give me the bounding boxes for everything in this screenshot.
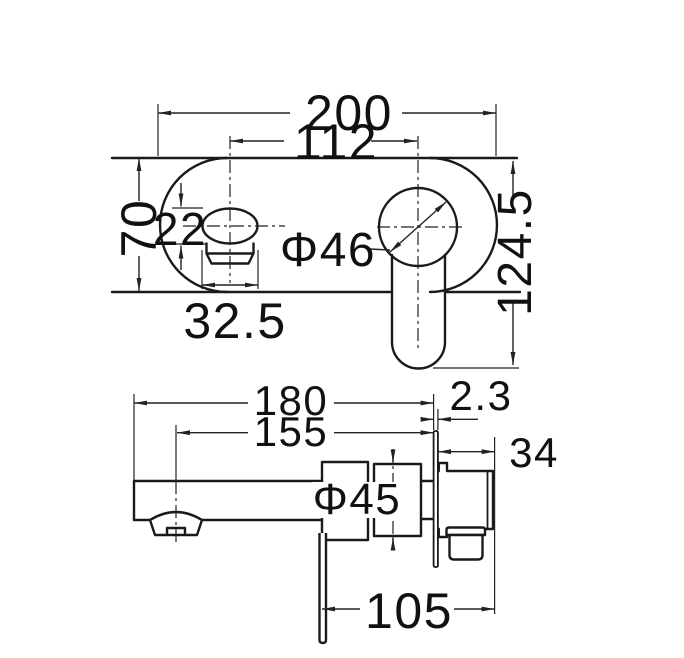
dim-faceplate-thickness: 2.3 bbox=[420, 372, 513, 430]
faceplate-right-arc bbox=[428, 156, 499, 294]
inwall-valve-body bbox=[437, 461, 495, 539]
connector-flange bbox=[445, 526, 487, 537]
dim-plate-height: 70 bbox=[111, 158, 167, 291]
dim-label-spout-reach: 180 bbox=[254, 377, 329, 424]
dim-label-plate-width: 200 bbox=[305, 85, 393, 141]
dim-lever-to-wall: 105 bbox=[322, 583, 495, 639]
dim-label-overall-height: 124.5 bbox=[489, 188, 542, 316]
top-view: 200 112 70 22 32.5 bbox=[110, 85, 542, 370]
dim-label-spout-knob-width: 32.5 bbox=[183, 293, 286, 349]
dim-spout-reach: 180 bbox=[133, 377, 435, 480]
dim-label-outlet-center-reach: 155 bbox=[254, 408, 329, 455]
connector-nut bbox=[448, 533, 484, 561]
dim-label-faceplate-thickness: 2.3 bbox=[450, 372, 513, 419]
dim-label-body-diameter: Φ45 bbox=[313, 475, 402, 524]
dim-label-body-depth: 34 bbox=[509, 429, 559, 476]
wall-faceplate bbox=[432, 430, 439, 568]
dim-body-diameter: Φ45 bbox=[312, 449, 404, 551]
dim-center-distance: 112 bbox=[230, 114, 417, 170]
dim-plate-width: 200 bbox=[157, 85, 497, 156]
dim-overall-height: 124.5 bbox=[433, 161, 542, 369]
dim-body-depth: 34 bbox=[438, 429, 559, 614]
dim-outlet-center-reach: 155 bbox=[177, 408, 434, 455]
dim-label-spout-knob-height: 22 bbox=[153, 203, 207, 255]
handle-lever-top bbox=[390, 253, 447, 370]
dim-label-center-distance: 112 bbox=[294, 114, 378, 170]
dim-label-handle-diameter: Φ46 bbox=[280, 224, 376, 277]
dim-spout-knob-width: 32.5 bbox=[183, 250, 286, 349]
dim-handle-diameter: Φ46 bbox=[280, 201, 447, 277]
faceplate-left-arc bbox=[158, 156, 229, 294]
spout-bar bbox=[132, 479, 435, 522]
side-view: 180 155 2.3 34 Φ45 bbox=[132, 372, 559, 645]
label-mask bbox=[312, 482, 404, 518]
dim-label-plate-height: 70 bbox=[111, 199, 167, 258]
dim-label-lever-to-wall: 105 bbox=[365, 583, 453, 639]
dim-spout-knob-height: 22 bbox=[153, 183, 207, 270]
lever-handle-side bbox=[318, 533, 328, 645]
